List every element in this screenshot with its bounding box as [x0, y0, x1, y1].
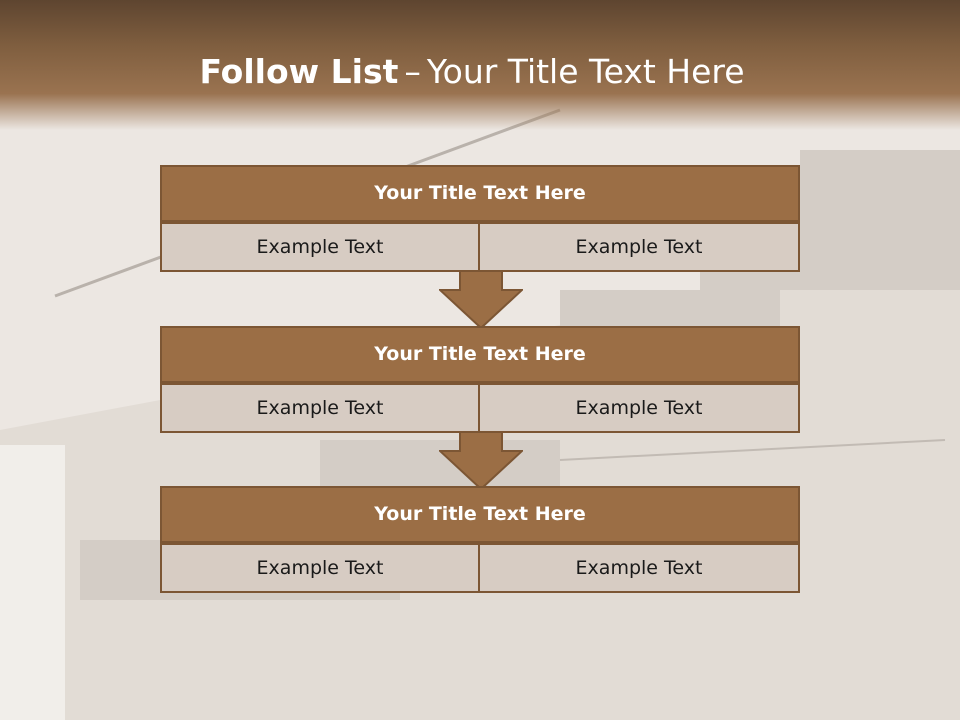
step-1-title: Your Title Text Here	[160, 165, 800, 222]
slide-title: Follow List–Your Title Text Here	[0, 52, 944, 91]
down-arrow-icon	[439, 270, 523, 330]
slide-title-rest: Your Title Text Here	[426, 52, 745, 91]
step-1-left-cell: Example Text	[160, 222, 480, 272]
step-3-box: Your Title Text Here Example Text Exampl…	[160, 486, 800, 593]
slide-title-dash: –	[404, 52, 421, 91]
step-3-left-cell: Example Text	[160, 543, 480, 593]
step-1-box: Your Title Text Here Example Text Exampl…	[160, 165, 800, 272]
step-2-box: Your Title Text Here Example Text Exampl…	[160, 326, 800, 433]
step-3-right-cell: Example Text	[480, 543, 800, 593]
step-2-right-cell: Example Text	[480, 383, 800, 433]
step-3-title: Your Title Text Here	[160, 486, 800, 543]
slide-title-bold: Follow List	[199, 52, 399, 91]
header-bar	[0, 0, 960, 130]
step-2-left-cell: Example Text	[160, 383, 480, 433]
step-1-right-cell: Example Text	[480, 222, 800, 272]
down-arrow-icon	[439, 431, 523, 491]
step-2-title: Your Title Text Here	[160, 326, 800, 383]
